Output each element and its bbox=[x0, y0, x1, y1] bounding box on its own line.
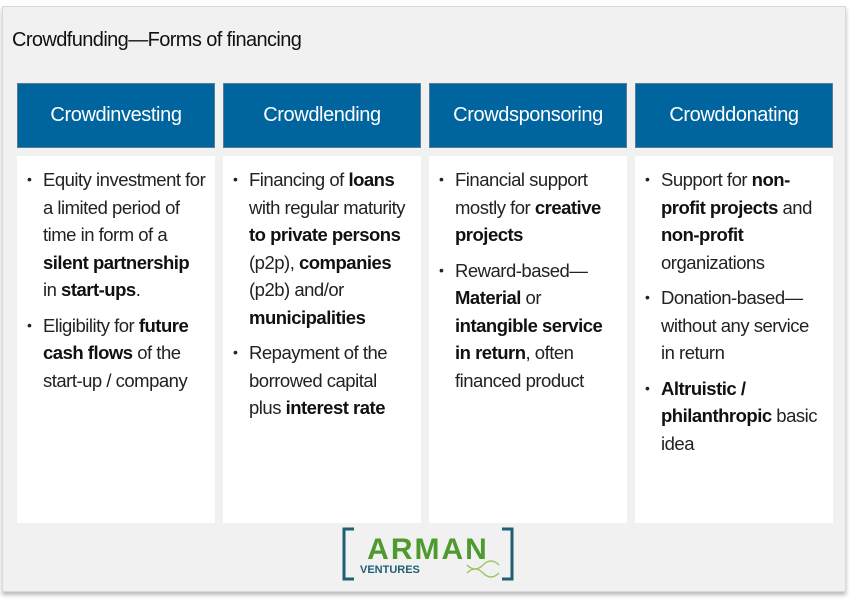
bullet-icon: • bbox=[439, 171, 444, 187]
bullet-text: Equity investment for a limited period o… bbox=[43, 166, 207, 304]
bullet-text: Reward-based— Material or intangible serv… bbox=[455, 257, 619, 395]
bullet-icon: • bbox=[645, 289, 650, 305]
bold-text: non-profit bbox=[661, 224, 744, 245]
text-run: Repayment of the borrowed capital plus bbox=[249, 342, 388, 418]
bold-text: to private persons bbox=[249, 224, 401, 245]
text-run: (p2b) and/or bbox=[249, 279, 344, 300]
bold-text: interest rate bbox=[285, 397, 386, 418]
bold-text: intangible service in return bbox=[455, 314, 603, 364]
bullet-text: Financial support mostly for creative pr… bbox=[455, 166, 619, 249]
slide-title: Crowdfunding—Forms of financing bbox=[12, 29, 302, 51]
bullet-icon: • bbox=[27, 316, 32, 333]
column-header: Crowdinvesting bbox=[17, 83, 215, 148]
bullet-item: • Equity investment for a limited period … bbox=[27, 166, 207, 304]
bold-text: silent partnership bbox=[43, 251, 190, 273]
text-run: (p2p), bbox=[249, 251, 299, 273]
text-run: and bbox=[777, 196, 813, 218]
column-body: • Financing of loans with regular maturit… bbox=[223, 156, 421, 523]
text-run: basic idea bbox=[661, 405, 818, 454]
bullet-text: Financing of loans with regular maturity… bbox=[249, 166, 413, 331]
text-run: Financial support mostly for bbox=[455, 169, 588, 218]
bullet-item: • Eligibility for future cash flows of th… bbox=[27, 312, 207, 395]
bold-text: creative projects bbox=[455, 196, 601, 246]
text-run: organizations bbox=[661, 251, 765, 273]
text-run: of the start-up / company bbox=[43, 342, 188, 391]
bullet-icon: • bbox=[233, 171, 238, 187]
column-body: • Equity investment for a limited period … bbox=[17, 156, 215, 523]
bullet-icon: • bbox=[233, 344, 238, 360]
bullet-text: Support for non-profit projects and non-… bbox=[661, 166, 825, 276]
bullet-item: • Support for non-profit projects and non… bbox=[645, 166, 825, 276]
bullet-text: Donation-based—without any service in re… bbox=[661, 284, 825, 367]
text-run: with regular maturity bbox=[249, 196, 406, 218]
bold-text: loans bbox=[348, 169, 395, 190]
bold-text: non-profit projects bbox=[661, 169, 790, 218]
text-run: Eligibility for bbox=[43, 314, 139, 336]
bullet-item: • Financing of loans with regular maturit… bbox=[233, 166, 413, 331]
bullet-text: Eligibility for future cash flows of the… bbox=[43, 312, 207, 395]
bold-text: Material bbox=[455, 287, 521, 308]
bullet-icon: • bbox=[645, 171, 650, 187]
bold-text: municipalities bbox=[249, 306, 366, 328]
column-header: Crowdlending bbox=[223, 83, 421, 148]
column-crowdsponsoring: Crowdsponsoring • Financial support mostly… bbox=[429, 83, 627, 523]
slide: Crowdfunding—Forms of financing Crowdinv… bbox=[2, 6, 846, 592]
text-run: . bbox=[135, 279, 141, 300]
bullet-text: Repayment of the borrowed capital plus i… bbox=[249, 339, 413, 422]
column-header: Crowdsponsoring bbox=[429, 83, 627, 148]
text-run: or bbox=[520, 287, 542, 308]
text-run: Financing of bbox=[249, 169, 349, 190]
text-run: Donation-based—without any service in re… bbox=[661, 287, 809, 363]
text-run: , often financed product bbox=[455, 342, 584, 391]
svg-text:VENTURES: VENTURES bbox=[360, 564, 420, 576]
svg-text:ARMAN: ARMAN bbox=[367, 533, 489, 566]
bold-text: start-ups bbox=[61, 279, 136, 300]
column-body: • Support for non-profit projects and non… bbox=[635, 156, 833, 523]
text-run: Reward-based— bbox=[455, 259, 588, 281]
bold-text: companies bbox=[298, 251, 392, 273]
bold-text: Altruistic / philanthropic bbox=[661, 377, 772, 427]
bullet-item: • Donation-based—without any service in r… bbox=[645, 284, 825, 367]
bold-text: future cash flows bbox=[43, 314, 189, 364]
column-crowdinvesting: Crowdinvesting • Equity investment for a l… bbox=[17, 83, 215, 523]
bullet-text: Altruistic / philanthropic basic idea bbox=[661, 375, 825, 458]
text-run: Equity investment for a limited period o… bbox=[43, 169, 206, 245]
bullet-item: • Repayment of the borrowed capital plus … bbox=[233, 339, 413, 422]
bullet-item: • Financial support mostly for creative p… bbox=[439, 166, 619, 249]
bullet-item: • Reward-based— Material or intangible ser… bbox=[439, 257, 619, 395]
column-crowddonating: Crowddonating • Support for non-profit pro… bbox=[635, 83, 833, 523]
bullet-icon: • bbox=[645, 379, 650, 396]
column-header: Crowddonating bbox=[635, 83, 833, 148]
arman-ventures-logo: ARMAN VENTURES bbox=[342, 527, 514, 581]
text-run: Support for bbox=[661, 169, 752, 190]
column-body: • Financial support mostly for creative p… bbox=[429, 156, 627, 523]
bullet-icon: • bbox=[439, 261, 444, 278]
column-crowdlending: Crowdlending • Financing of loans with reg… bbox=[223, 83, 421, 523]
bullet-item: • Altruistic / philanthropic basic idea bbox=[645, 375, 825, 458]
text-run: in bbox=[43, 279, 62, 300]
bullet-icon: • bbox=[27, 171, 32, 187]
